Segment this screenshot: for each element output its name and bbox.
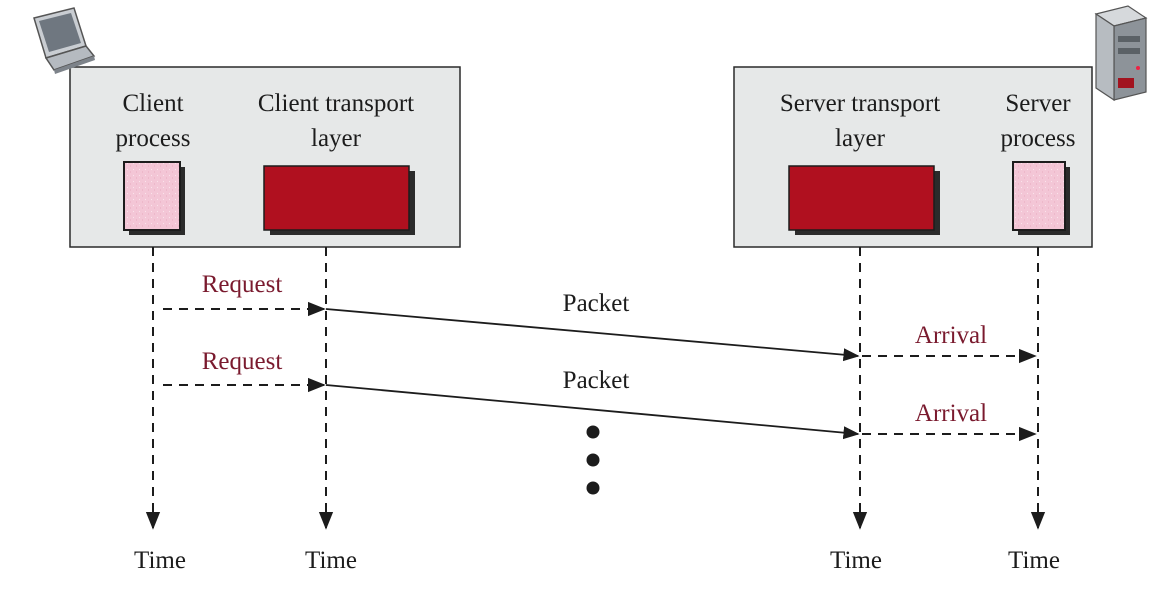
server-process-box [1012, 161, 1070, 235]
time-label-server-transport: Time [830, 547, 882, 574]
time-label-client-transport: Time [305, 547, 357, 574]
packet-label-2: Packet [563, 367, 630, 394]
client-transport-label-line1: Client transport [258, 90, 414, 117]
packet-arrow-2 [325, 384, 860, 440]
message-1: Request Packet Arrival [163, 271, 1037, 364]
client-process-label-line2: process [116, 125, 191, 152]
client-process-box [123, 161, 185, 235]
server-tower-icon [1094, 5, 1148, 102]
dot [586, 481, 600, 495]
server-process-label-line1: Server [1005, 90, 1071, 117]
arrival-label-1: Arrival [915, 322, 987, 349]
server-transport-label-line1: Server transport [780, 90, 940, 117]
client-transport-label-line2: layer [311, 125, 362, 152]
time-label-server-process: Time [1008, 547, 1060, 574]
server-transport-box [788, 165, 940, 235]
packet-arrow-1 [325, 308, 860, 362]
message-2: Request Packet Arrival [163, 348, 1037, 442]
dot [586, 453, 600, 467]
server-process-label-line2: process [1001, 125, 1076, 152]
server-transport-label-line2: layer [835, 125, 886, 152]
time-label-client-process: Time [134, 547, 186, 574]
packet-label-1: Packet [563, 290, 630, 317]
continuation-dots [586, 425, 600, 495]
laptop-icon [33, 7, 96, 74]
request-label-2: Request [202, 348, 283, 375]
client-process-label-line1: Client [122, 90, 183, 117]
request-label-1: Request [202, 271, 283, 298]
dot [586, 425, 600, 439]
arrival-label-2: Arrival [915, 400, 987, 427]
client-transport-box [263, 165, 415, 235]
